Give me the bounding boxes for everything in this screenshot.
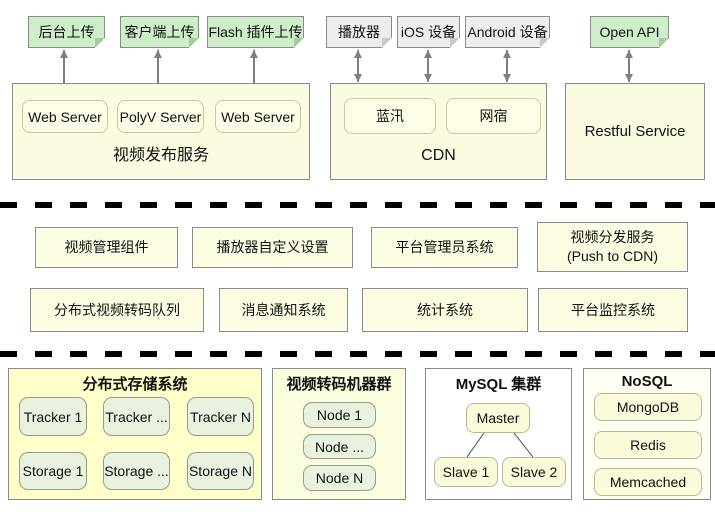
platform-admin-box: 平台管理员系统: [371, 227, 518, 268]
node-n-box: Node N: [303, 465, 376, 491]
storage-title: 分布式存储系统: [82, 376, 188, 393]
note-label: iOS 设备: [400, 24, 457, 40]
storage-1-box: Storage 1: [19, 452, 87, 490]
box-label: 视频管理组件: [64, 239, 149, 256]
box-label: PolyV Server: [119, 108, 202, 125]
statistics-system-box: 统计系统: [362, 288, 528, 332]
note-label: Open API: [599, 24, 660, 40]
distributed-transcode-queue-box: 分布式视频转码队列: [30, 288, 204, 332]
box-label: 分布式视频转码队列: [54, 301, 180, 318]
storage-dots-box: Storage ...: [103, 452, 170, 490]
mysql-master-box: Master: [466, 403, 530, 433]
note-label: 客户端上传: [124, 24, 195, 40]
note-label: 后台上传: [38, 24, 95, 40]
nosql-container: NoSQL MongoDB Redis Memcached: [583, 368, 711, 500]
double-arrow-icon: [424, 50, 432, 82]
note-android-device: Android 设备: [465, 16, 550, 48]
box-label: Node N: [315, 470, 364, 486]
cdn-provider-wangsu-box: 网宿: [446, 98, 541, 134]
box-label: Tracker 1: [23, 408, 83, 425]
box-label: Tracker ...: [105, 408, 168, 425]
redis-box: Redis: [594, 431, 702, 459]
transcode-title: 视频转码机器群: [286, 376, 392, 393]
note-player: 播放器: [326, 16, 392, 48]
box-label: 平台管理员系统: [395, 239, 494, 256]
box-label: Storage ...: [104, 463, 169, 479]
box-label: Master: [476, 410, 520, 426]
box-label: 网宿: [479, 108, 508, 124]
box-label: 视频分发服务 (Push to CDN): [566, 229, 659, 264]
tracker-n-box: Tracker N: [187, 397, 254, 436]
master-slave-connector-lines: [466, 432, 534, 458]
memcached-box: Memcached: [594, 468, 702, 496]
video-distribution-box: 视频分发服务 (Push to CDN): [537, 222, 688, 272]
note-client-upload: 客户端上传: [120, 16, 199, 48]
double-arrow-icon: [625, 50, 633, 82]
tracker-dots-box: Tracker ...: [103, 397, 170, 436]
note-label: 播放器: [338, 24, 380, 40]
nosql-title: NoSQL: [621, 373, 673, 390]
restful-service-container: Restful Service: [565, 83, 705, 180]
box-label: Redis: [630, 437, 666, 453]
note-backend-upload: 后台上传: [28, 16, 105, 48]
box-label: Node ...: [314, 438, 365, 455]
publish-service-label: 视频发布服务: [112, 147, 209, 164]
tier-separator-line-1: [0, 202, 715, 208]
mysql-cluster-container: MySQL 集群 Master Slave 1 Slave 2: [425, 368, 572, 500]
box-label: Node 1: [316, 407, 363, 423]
video-publish-service-container: Web Server PolyV Server Web Server 视频发布服…: [12, 83, 310, 180]
note-flash-upload: Flash 插件上传: [207, 16, 304, 48]
cdn-label: CDN: [421, 147, 456, 164]
box-label: Slave 1: [442, 464, 490, 480]
box-label: MongoDB: [616, 399, 680, 415]
restful-service-label: Restful Service: [584, 123, 686, 140]
box-label: Memcached: [609, 474, 687, 490]
box-label: Tracker N: [190, 408, 251, 425]
web-server-box-2: Web Server: [215, 100, 301, 133]
polyv-server-box: PolyV Server: [117, 100, 204, 133]
mongodb-box: MongoDB: [594, 393, 702, 421]
box-label: 蓝汛: [376, 108, 404, 124]
box-label: 播放器自定义设置: [216, 239, 329, 256]
cdn-provider-lanxun-box: 蓝汛: [344, 98, 436, 134]
note-label: Flash 插件上传: [208, 24, 303, 40]
box-label: 平台监控系统: [571, 301, 655, 318]
web-server-box-1: Web Server: [22, 100, 108, 133]
message-notification-box: 消息通知系统: [219, 288, 348, 332]
node-1-box: Node 1: [303, 402, 376, 428]
mysql-slave-2-box: Slave 2: [502, 457, 566, 487]
box-label: Storage 1: [22, 463, 84, 479]
tracker-1-box: Tracker 1: [19, 397, 87, 436]
platform-monitoring-box: 平台监控系统: [538, 288, 688, 332]
storage-n-box: Storage N: [187, 452, 254, 490]
box-label: Storage N: [188, 463, 253, 479]
box-label: 统计系统: [417, 301, 473, 318]
note-label: Android 设备: [467, 24, 548, 40]
box-label: Web Server: [221, 108, 295, 125]
mysql-title: MySQL 集群: [455, 376, 542, 393]
video-management-box: 视频管理组件: [35, 227, 178, 268]
note-ios-device: iOS 设备: [397, 16, 460, 48]
player-customization-box: 播放器自定义设置: [192, 227, 353, 268]
double-arrow-icon: [354, 50, 362, 82]
box-label: Web Server: [28, 108, 102, 125]
box-label: Slave 2: [510, 464, 558, 480]
tier-separator-line-2: [0, 351, 715, 357]
distributed-storage-container: 分布式存储系统 Tracker 1 Tracker ... Tracker N …: [8, 368, 262, 500]
box-label: 消息通知系统: [241, 301, 326, 318]
transcode-cluster-container: 视频转码机器群 Node 1 Node ... Node N: [272, 368, 406, 500]
mysql-slave-1-box: Slave 1: [434, 457, 498, 487]
double-arrow-icon: [503, 50, 511, 82]
node-dots-box: Node ...: [303, 434, 376, 459]
cdn-container: 蓝汛 网宿 CDN: [330, 83, 547, 180]
note-open-api: Open API: [590, 16, 669, 48]
